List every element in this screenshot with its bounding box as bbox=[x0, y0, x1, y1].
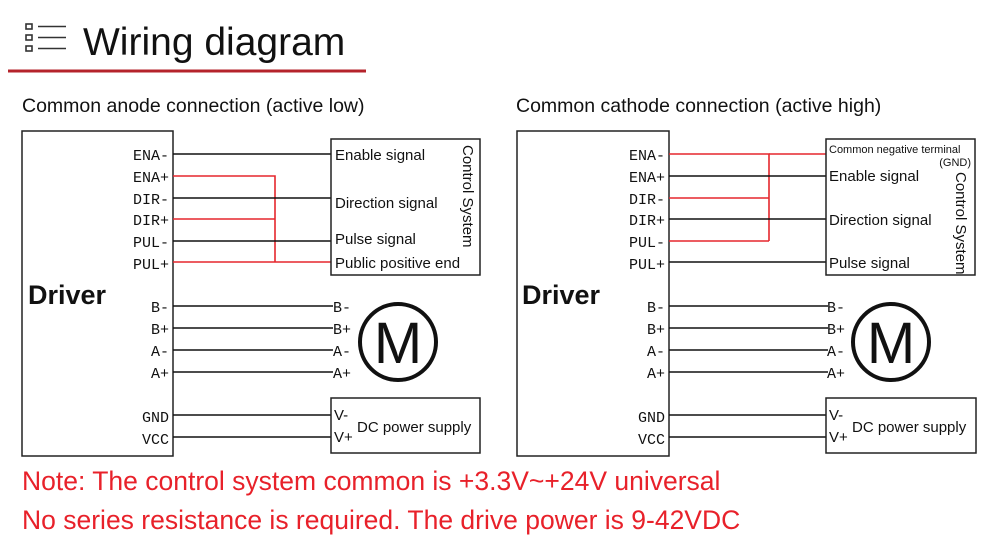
left-driver-box bbox=[21, 130, 174, 457]
note-line-2: No series resistance is required. The dr… bbox=[22, 505, 741, 535]
right-motor-pins: B- B+ A- A+ bbox=[827, 300, 845, 383]
left-motor-pins: B- B+ A- A+ bbox=[333, 300, 351, 383]
left-pulse-signal: Pulse signal bbox=[335, 231, 416, 248]
left-pin-vcc: VCC bbox=[142, 432, 169, 449]
right-driver-box bbox=[516, 130, 670, 457]
left-motor-pin-a-plus: A+ bbox=[333, 366, 351, 383]
wiring-diagram: Wiring diagram Common anode connection (… bbox=[8, 21, 977, 457]
left-pin-b-plus: B+ bbox=[151, 322, 169, 339]
left-motor-pin-b-minus: B- bbox=[333, 300, 351, 317]
right-control-system-label: Control System bbox=[952, 172, 969, 275]
right-control-box bbox=[825, 138, 976, 276]
right-motor-symbol: M bbox=[867, 311, 915, 376]
right-motor-pin-a-minus: A- bbox=[827, 344, 845, 361]
left-public-positive-end: Public positive end bbox=[335, 255, 460, 272]
right-pin-a-minus: A- bbox=[647, 344, 665, 361]
left-power-v-minus: V- bbox=[334, 407, 348, 424]
left-motor-icon: M bbox=[358, 302, 438, 382]
right-pin-dir-plus: DIR+ bbox=[629, 213, 665, 230]
note-line-1: Note: The control system common is +3.3V… bbox=[22, 466, 721, 496]
left-motor-pin-b-plus: B+ bbox=[333, 322, 351, 339]
right-pin-pul-plus: PUL+ bbox=[629, 257, 665, 274]
left-pin-dir-plus: DIR+ bbox=[133, 213, 169, 230]
right-pin-ena-minus: ENA- bbox=[629, 148, 665, 165]
right-power-label: DC power supply bbox=[852, 419, 967, 436]
left-power-wires bbox=[173, 414, 331, 438]
right-pin-dir-minus: DIR- bbox=[629, 192, 665, 209]
left-pin-pul-plus: PUL+ bbox=[133, 257, 169, 274]
right-motor-pin-b-plus: B+ bbox=[827, 322, 845, 339]
right-pin-vcc: VCC bbox=[638, 432, 665, 449]
right-pin-b-minus: B- bbox=[647, 300, 665, 317]
right-power-v-minus: V- bbox=[829, 407, 843, 424]
right-motor-pin-b-minus: B- bbox=[827, 300, 845, 317]
left-pin-gnd: GND bbox=[142, 410, 169, 427]
right-subtitle: Common cathode connection (active high) bbox=[516, 95, 881, 117]
right-pin-a-plus: A+ bbox=[647, 366, 665, 383]
left-signal-wires bbox=[173, 153, 331, 263]
right-power-box bbox=[825, 397, 977, 454]
left-control-box bbox=[330, 138, 481, 276]
left-pin-a-minus: A- bbox=[151, 344, 169, 361]
right-motor-wires bbox=[669, 305, 828, 373]
right-driver-label: Driver bbox=[522, 280, 601, 310]
right-motor-icon: M bbox=[851, 302, 931, 382]
left-enable-signal: Enable signal bbox=[335, 147, 425, 164]
left-pin-b-minus: B- bbox=[151, 300, 169, 317]
right-control-signals: Common negative terminal (GND) Enable si… bbox=[829, 144, 971, 272]
right-pin-pul-minus: PUL- bbox=[629, 235, 665, 252]
right-power-wires bbox=[669, 414, 826, 438]
left-pin-dir-minus: DIR- bbox=[133, 192, 169, 209]
right-motor-pin-a-plus: A+ bbox=[827, 366, 845, 383]
page-title: Wiring diagram bbox=[83, 21, 345, 64]
left-power-box bbox=[330, 397, 481, 454]
left-control-signals: Enable signal Direction signal Pulse sig… bbox=[335, 147, 460, 272]
left-pin-ena-minus: ENA- bbox=[133, 148, 169, 165]
left-control-system-label: Control System bbox=[459, 145, 476, 248]
left-driver-label: Driver bbox=[28, 280, 107, 310]
left-pin-a-plus: A+ bbox=[151, 366, 169, 383]
left-motor-symbol: M bbox=[374, 311, 422, 376]
left-subtitle: Common anode connection (active low) bbox=[22, 95, 365, 117]
left-pin-pul-minus: PUL- bbox=[133, 235, 169, 252]
left-motor-pin-a-minus: A- bbox=[333, 344, 351, 361]
left-motor-wires bbox=[173, 305, 333, 373]
left-power-label: DC power supply bbox=[357, 419, 472, 436]
right-direction-signal: Direction signal bbox=[829, 212, 932, 229]
left-driver-pins: ENA- ENA+ DIR- DIR+ PUL- PUL+ B- B+ A- A… bbox=[133, 148, 169, 449]
right-common-negative-terminal: Common negative terminal bbox=[829, 144, 960, 156]
left-power-v-plus: V+ bbox=[334, 429, 353, 446]
right-pin-b-plus: B+ bbox=[647, 322, 665, 339]
right-common-gnd: (GND) bbox=[939, 157, 971, 169]
left-direction-signal: Direction signal bbox=[335, 195, 438, 212]
left-pin-ena-plus: ENA+ bbox=[133, 170, 169, 187]
right-enable-signal: Enable signal bbox=[829, 168, 919, 185]
right-pin-gnd: GND bbox=[638, 410, 665, 427]
right-driver-pins: ENA- ENA+ DIR- DIR+ PUL- PUL+ B- B+ A- A… bbox=[629, 148, 665, 449]
right-pulse-signal: Pulse signal bbox=[829, 255, 910, 272]
right-pin-ena-plus: ENA+ bbox=[629, 170, 665, 187]
right-power-v-plus: V+ bbox=[829, 429, 848, 446]
list-icon bbox=[25, 23, 66, 52]
right-signal-wires bbox=[669, 153, 826, 263]
